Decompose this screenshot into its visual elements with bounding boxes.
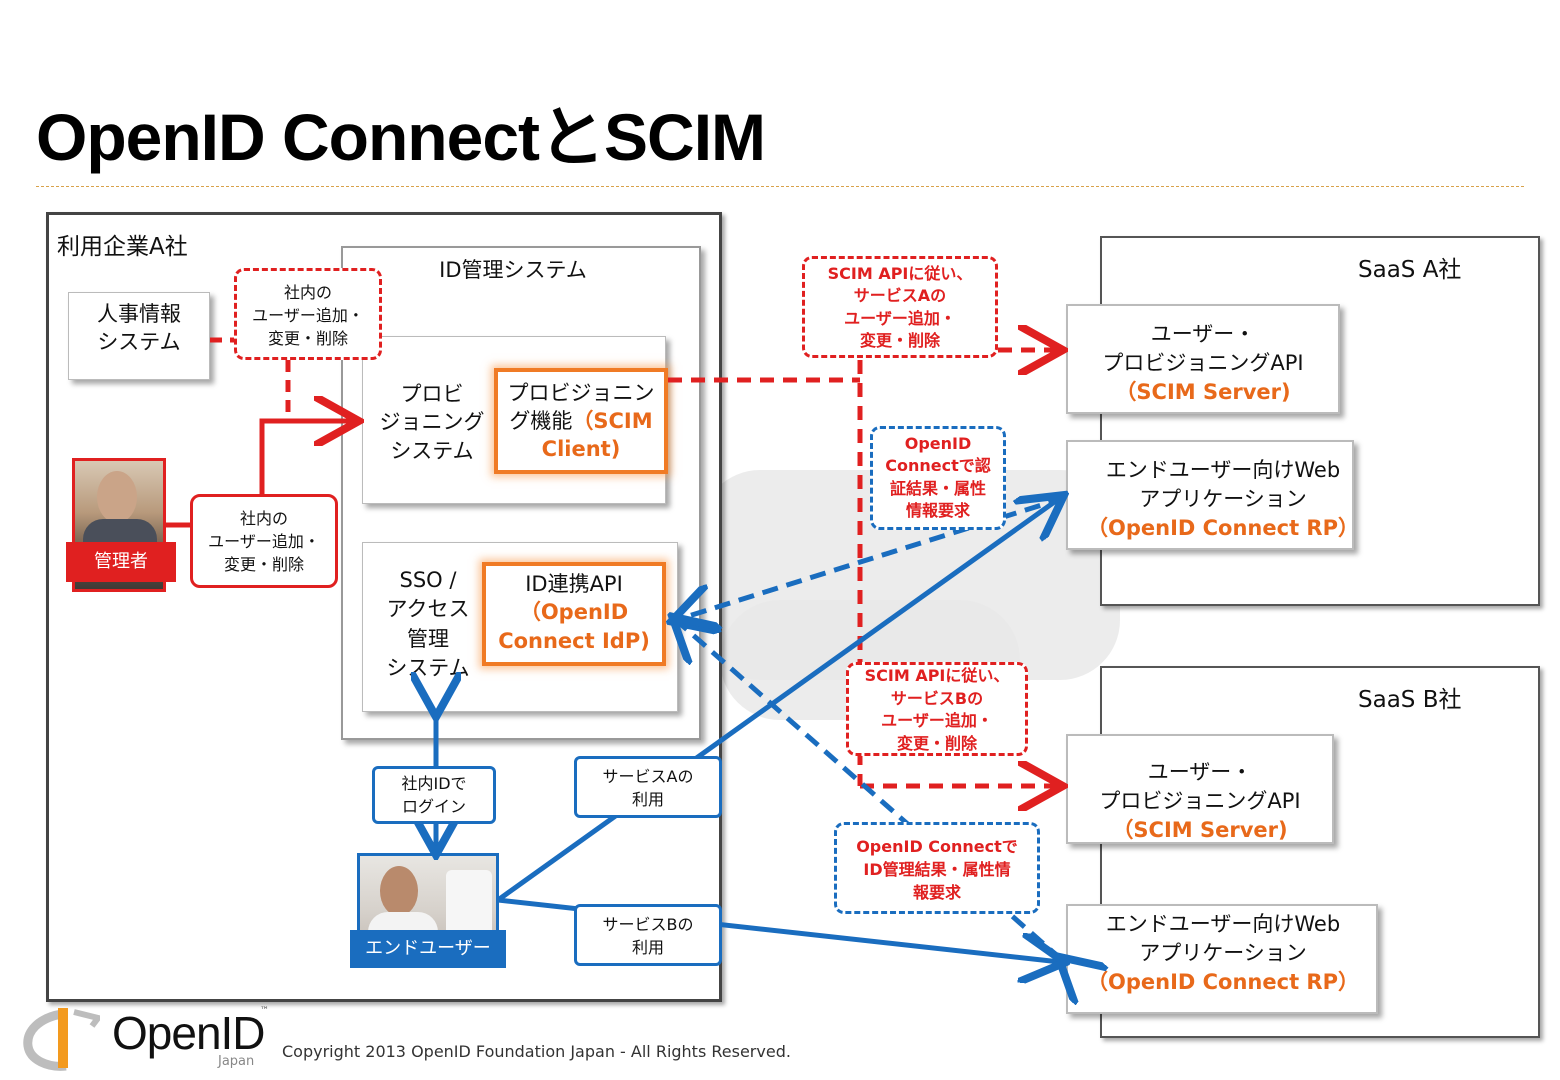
use-a-note: サービスAの 利用 (574, 756, 722, 818)
saas-b-api-label: ユーザー・ プロビジョニングAPI （SCIM Server) (1099, 760, 1301, 842)
openid-tm: ™ (260, 1006, 269, 1016)
use-b-note: サービスBの 利用 (574, 904, 722, 966)
copyright-footer: Copyright 2013 OpenID Foundation Japan -… (282, 1042, 791, 1061)
login-note: 社内IDで ログイン (372, 766, 496, 824)
admin-badge: 管理者 (66, 542, 176, 582)
saas-a-label: SaaS A社 (1358, 257, 1462, 283)
id-management-label: ID管理システム (439, 258, 587, 282)
slide-title: OpenID ConnectとSCIM (36, 100, 766, 174)
oidc-a-callout: OpenID Connectで認 証結果・属性 情報要求 (870, 426, 1006, 530)
company-a-label: 利用企業A社 (57, 234, 188, 260)
sso-system-label: SSO / アクセス 管理 システム (386, 568, 470, 681)
scim-client-label: プロビジョニン グ機能（SCIM Client) (507, 381, 655, 461)
title-divider (36, 186, 1524, 187)
openid-wordmark: OpenID (112, 1007, 266, 1059)
provisioning-system-label: プロビ ジョニング システム (379, 382, 485, 463)
scim-a-callout: SCIM APIに従い、 サービスAの ユーザー追加・ 変更・削除 (802, 256, 998, 358)
saas-a-api-label: ユーザー・ プロビジョニングAPI （SCIM Server) (1102, 322, 1304, 404)
admin-feed-note: 社内の ユーザー追加・ 変更・削除 (190, 494, 338, 588)
admin-head (97, 471, 137, 523)
saas-b-label: SaaS B社 (1358, 687, 1462, 713)
oidc-idp-box (482, 562, 666, 666)
openid-japan: Japan (218, 1054, 255, 1069)
saas-a-web-label: エンドユーザー向けWeb アプリケーション （OpenID Connect RP… (1087, 458, 1359, 540)
saas-a-web-box (1066, 440, 1354, 550)
saas-b-web-label: エンドユーザー向けWeb アプリケーション （OpenID Connect RP… (1087, 912, 1359, 994)
hr-system-label: 人事情報 システム (97, 302, 181, 355)
scim-client-box (494, 368, 668, 474)
hr-feed-note: 社内の ユーザー追加・ 変更・削除 (234, 268, 382, 360)
openid-logo: OpenID ™ Japan (20, 1002, 270, 1072)
openid-logo-mark (23, 1008, 100, 1071)
enduser-badge: エンドユーザー (350, 930, 506, 968)
rp-a-to-idp-dash (676, 495, 1065, 620)
saas-a-api-box (1066, 304, 1340, 414)
hr-system-box (68, 292, 210, 380)
scim-b-callout: SCIM APIに従い、 サービスBの ユーザー追加・ 変更・削除 (846, 662, 1028, 756)
oidc-idp-label: ID連携API （OpenID Connect IdP) (498, 572, 650, 653)
enduser-head (380, 866, 418, 916)
oidc-b-callout: OpenID Connectで ID管理結果・属性情 報要求 (834, 822, 1040, 914)
saas-b-api-box (1066, 734, 1334, 844)
use-a-arrow (496, 498, 1060, 903)
